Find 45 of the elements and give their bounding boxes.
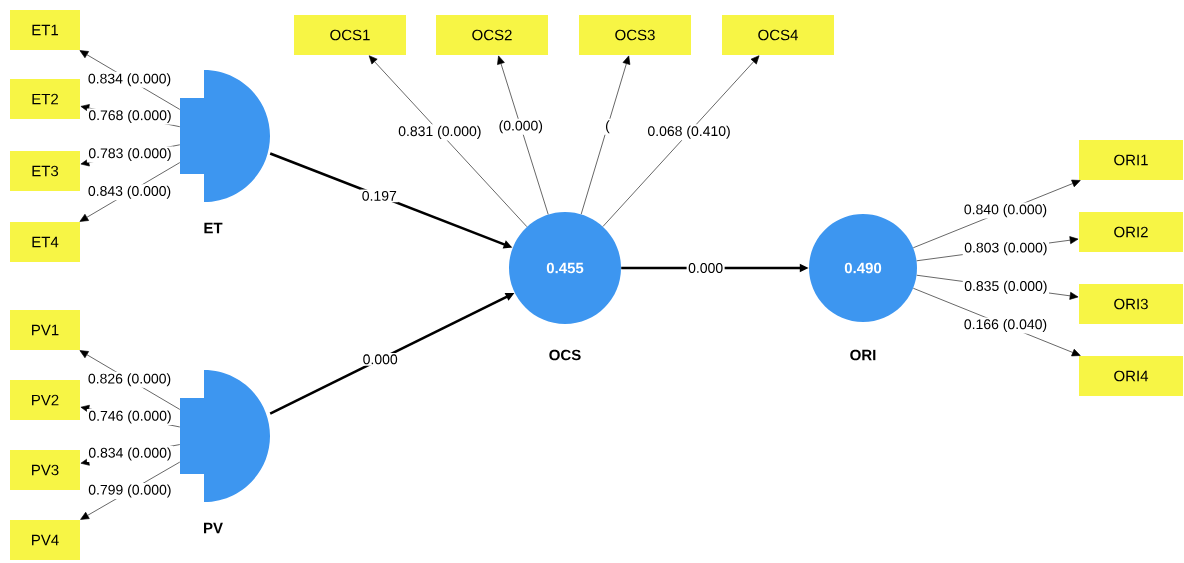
indicator-box: ORI1 [1079, 140, 1183, 180]
indicator-box: ORI4 [1079, 356, 1183, 396]
indicator-box: OCS1 [294, 15, 406, 55]
indicator-box: ET1 [10, 10, 80, 50]
edge-label: 0.799 (0.000) [86, 482, 173, 499]
indicator-box: OCS2 [436, 15, 548, 55]
edge-label: 0.834 (0.000) [86, 71, 173, 88]
edge-label: 0.746 (0.000) [86, 409, 174, 426]
edge-label: 0.768 (0.000) [86, 108, 174, 125]
arrow [497, 55, 549, 215]
edge-label: 0.000 [361, 352, 400, 366]
edge-label: 0.843 (0.000) [86, 184, 173, 201]
edge-label: (0.000) [497, 118, 545, 135]
edge-label: 0.803 (0.000) [962, 240, 1049, 257]
indicator-box: PV1 [10, 310, 80, 350]
edge-label: 0.826 (0.000) [86, 371, 173, 388]
indicator-box: OCS3 [579, 15, 691, 55]
edge-label: 0.831 (0.000) [396, 124, 483, 141]
arrow [368, 55, 528, 227]
edge-label: 0.000 [686, 261, 725, 275]
edge-label: 0.834 (0.000) [86, 445, 174, 462]
indicator-box: ET2 [10, 79, 80, 119]
edge-label: 0.783 (0.000) [86, 146, 174, 163]
indicator-box: ORI3 [1079, 284, 1183, 324]
edge-label: 0.068 (0.410) [645, 124, 733, 141]
indicator-box: OCS4 [722, 15, 834, 55]
edge-label: 0.835 (0.000) [962, 279, 1049, 296]
indicator-box: ORI2 [1079, 212, 1183, 252]
indicator-box: ET4 [10, 222, 80, 262]
construct-name: ET [204, 222, 223, 234]
edge-label: 0.840 (0.000) [962, 202, 1049, 219]
indicator-box: PV3 [10, 450, 80, 490]
edge-label: 0.166 (0.040) [962, 317, 1049, 334]
construct-shape [180, 370, 270, 502]
arrow [580, 55, 631, 215]
construct-shape [180, 70, 270, 202]
indicator-box: ET3 [10, 151, 80, 191]
construct-name: OCS [549, 349, 581, 361]
edge-label: 0.197 [360, 189, 399, 203]
indicator-box: PV4 [10, 520, 80, 560]
construct-name: PV [204, 522, 223, 534]
arrow [602, 55, 760, 227]
edge-label: ( [603, 118, 612, 135]
indicator-box: PV2 [10, 380, 80, 420]
construct-name: ORI [850, 349, 876, 361]
